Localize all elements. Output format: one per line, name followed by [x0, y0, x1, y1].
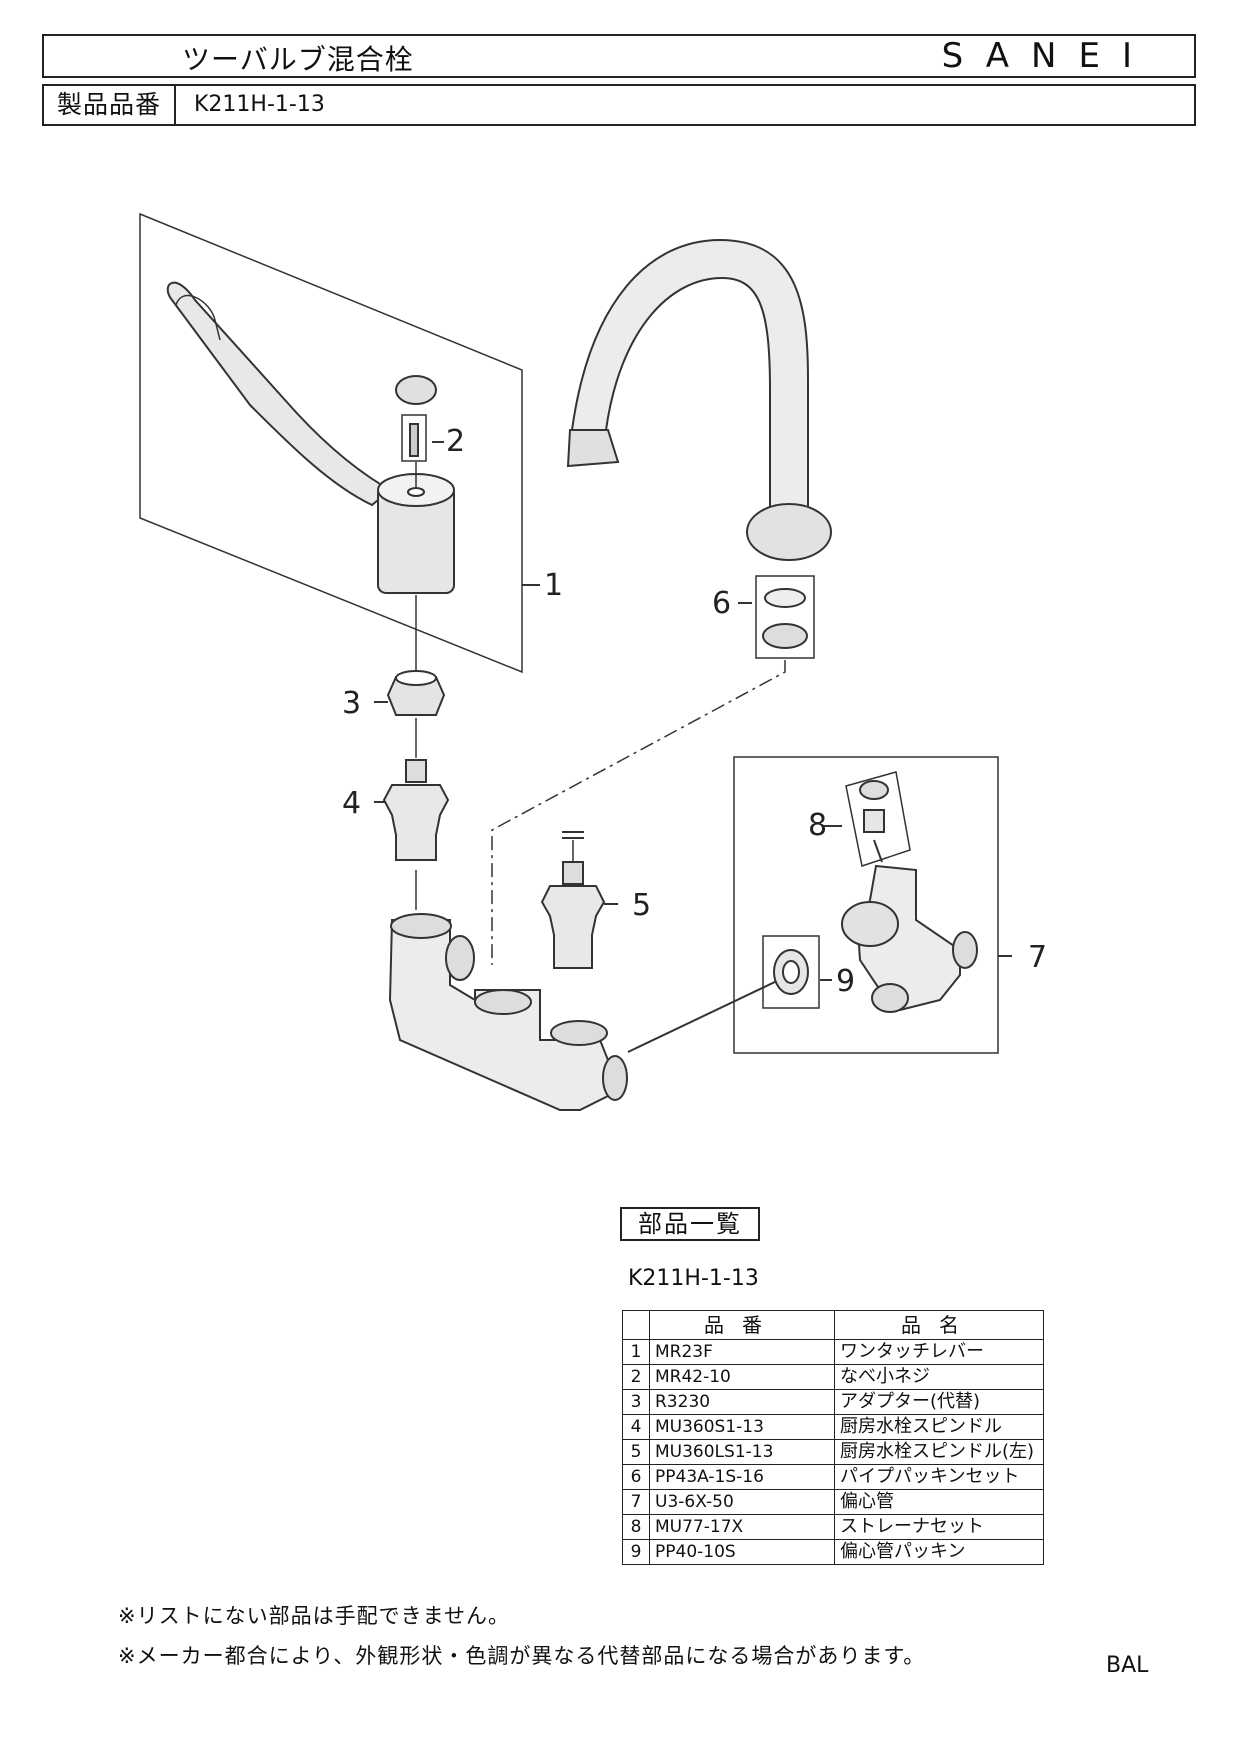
parts-list-title: 部品一覧: [620, 1207, 760, 1241]
row-code: U3-6X-50: [649, 1489, 835, 1515]
row-name: アダプター(代替): [834, 1389, 1044, 1415]
spindle-5-shape: [540, 885, 606, 969]
row-code: MU360LS1-13: [649, 1439, 835, 1465]
header-no: [622, 1310, 650, 1340]
footer-code: BAL: [1106, 1653, 1149, 1678]
callout-9: 9: [836, 964, 856, 999]
row-code: MR23F: [649, 1339, 835, 1365]
row-no: 8: [622, 1514, 650, 1540]
row-code: R3230: [649, 1389, 835, 1415]
row-code: PP43A-1S-16: [649, 1464, 835, 1490]
spout-shape: [570, 238, 809, 511]
row-name: 厨房水栓スピンドル: [834, 1414, 1044, 1440]
row-name: 厨房水栓スピンドル(左): [834, 1439, 1044, 1465]
callout-8: 8: [808, 808, 828, 843]
row-name: ストレーナセット: [834, 1514, 1044, 1540]
row-name: ワンタッチレバー: [834, 1339, 1044, 1365]
callout-3: 3: [342, 686, 362, 721]
spindle-4-shape: [382, 784, 450, 861]
row-name: 偏心管: [834, 1489, 1044, 1515]
row-no: 6: [622, 1464, 650, 1490]
callout-5: 5: [632, 888, 652, 923]
callout-4: 4: [342, 786, 362, 821]
lever-handle-shape: [166, 281, 392, 507]
product-code-label: 製品品番: [44, 86, 176, 124]
row-no: 9: [622, 1539, 650, 1565]
row-code: MR42-10: [649, 1364, 835, 1390]
spout-base-shape: [746, 503, 832, 561]
callout-6: 6: [712, 586, 732, 621]
row-no: 7: [622, 1489, 650, 1515]
note-substitute-parts: ※メーカー都合により、外観形状・色調が異なる代替部品になる場合があります。: [118, 1644, 926, 1668]
callout-2: 2: [446, 424, 466, 459]
parts-table-header: 品番 品名: [622, 1310, 1044, 1340]
row-no: 5: [622, 1439, 650, 1465]
callout-7: 7: [1028, 940, 1048, 975]
row-name: パイプパッキンセット: [834, 1464, 1044, 1490]
parts-list-model: K211H-1-13: [628, 1266, 759, 1291]
header-name: 品名: [834, 1310, 1044, 1340]
product-code-bar: 製品品番 K211H-1-13: [42, 84, 1196, 126]
row-name: 偏心管パッキン: [834, 1539, 1044, 1565]
product-code-value: K211H-1-13: [194, 92, 325, 117]
row-no: 2: [622, 1364, 650, 1390]
lever-assembly-frame: [139, 212, 523, 674]
header-bar: ツーバルブ混合栓 SANEI: [42, 34, 1196, 78]
product-title: ツーバルブ混合栓: [182, 43, 414, 76]
pipe-packing-shape: [764, 588, 806, 608]
strainer-shape: [859, 780, 889, 800]
row-code: MU360S1-13: [649, 1414, 835, 1440]
note-unavailable-parts: ※リストにない部品は手配できません。: [118, 1604, 510, 1628]
row-no: 1: [622, 1339, 650, 1365]
row-no: 4: [622, 1414, 650, 1440]
header-code: 品番: [649, 1310, 835, 1340]
row-code: MU77-17X: [649, 1514, 835, 1540]
callout-1: 1: [544, 568, 564, 603]
row-code: PP40-10S: [649, 1539, 835, 1565]
row-no: 3: [622, 1389, 650, 1415]
cap-shape: [395, 375, 437, 405]
exploded-diagram: [139, 212, 1012, 1111]
eccentric-frame: [733, 756, 999, 1054]
row-name: なべ小ネジ: [834, 1364, 1044, 1390]
brand-logo: SANEI: [941, 36, 1154, 76]
screw-shape: [409, 423, 419, 457]
